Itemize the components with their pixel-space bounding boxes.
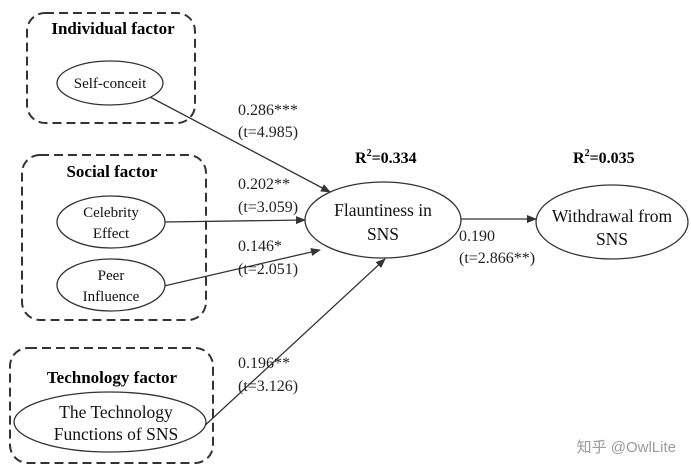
- arrow-self-conceit-to-flauntiness: [149, 96, 331, 193]
- watermark: 知乎 @OwlLite: [577, 439, 676, 456]
- arrow-technology-to-flauntiness: [199, 258, 386, 431]
- tech-functions-label-line2: Functions of SNS: [54, 424, 178, 444]
- flauntiness-label-line1: Flauntiness in: [334, 200, 432, 220]
- r-squared-withdrawal: R2=0.035: [573, 148, 635, 167]
- coef-peer: 0.146*: [238, 238, 282, 255]
- self-conceit-node: [56, 60, 164, 106]
- coef-self-conceit: 0.286***: [238, 102, 298, 119]
- flauntiness-label-line2: SNS: [367, 224, 399, 244]
- tech-functions-node: [13, 391, 207, 453]
- individual-factor-title: Individual factor: [51, 19, 175, 38]
- withdrawal-label-line1: Withdrawal from: [552, 206, 673, 226]
- peer-influence-node: [56, 258, 166, 312]
- t-celebrity: (t=3.059): [238, 199, 298, 216]
- flauntiness-node: [304, 181, 462, 259]
- t-peer: (t=2.051): [238, 261, 298, 278]
- peer-influence-label-line2: Influence: [83, 289, 140, 305]
- self-conceit-label: Self-conceit: [74, 76, 147, 92]
- arrow-celebrity-to-flauntiness: [163, 216, 306, 225]
- technology-factor-title: Technology factor: [47, 368, 178, 387]
- individual-factor-box: [26, 12, 196, 124]
- withdrawal-node: [535, 184, 689, 260]
- peer-influence-label-line1: Peer: [98, 268, 125, 284]
- celebrity-effect-node: [56, 195, 166, 249]
- t-technology: (t=3.126): [238, 378, 298, 395]
- celebrity-effect-label-line2: Effect: [93, 226, 130, 242]
- arrow-peer-to-flauntiness: [163, 248, 321, 287]
- tech-functions-label-line1: The Technology: [59, 402, 173, 422]
- technology-factor-box: [9, 347, 214, 464]
- coef-technology: 0.196**: [238, 355, 290, 372]
- r-squared-flauntiness: R2=0.334: [355, 148, 417, 167]
- social-factor-title: Social factor: [66, 162, 158, 181]
- t-self-conceit: (t=4.985): [238, 124, 298, 141]
- social-factor-box: [21, 154, 207, 321]
- coef-celebrity: 0.202**: [238, 176, 290, 193]
- t-flaunt-withdrawal: (t=2.866**): [459, 250, 535, 267]
- coef-flaunt-withdrawal: 0.190: [459, 228, 495, 245]
- celebrity-effect-label-line1: Celebrity: [83, 205, 139, 221]
- withdrawal-label-line2: SNS: [596, 229, 628, 249]
